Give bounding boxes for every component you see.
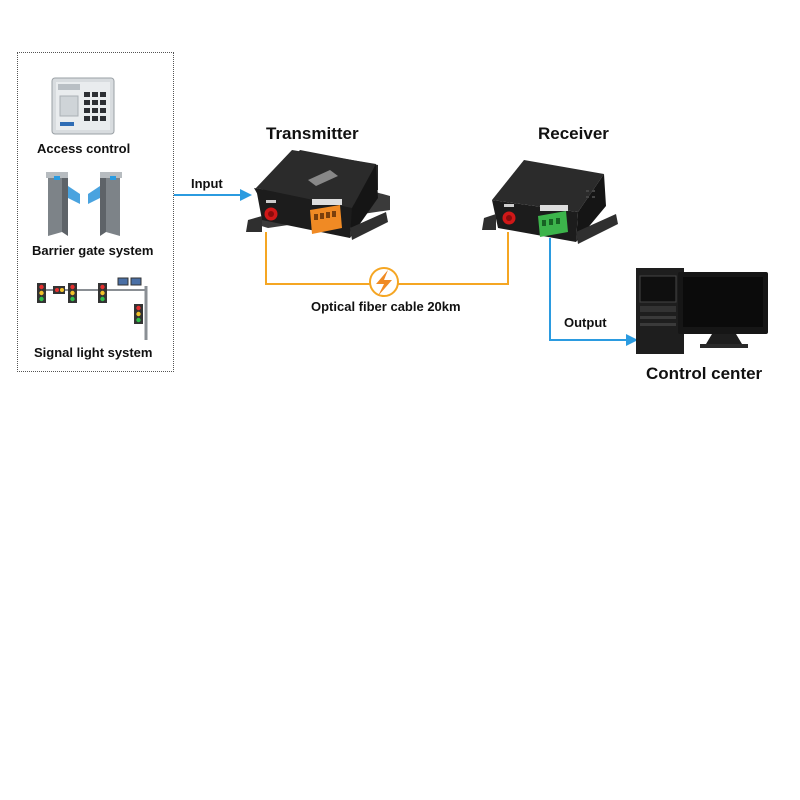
output-arrow <box>549 238 638 346</box>
access-control-label: Access control <box>37 141 131 156</box>
signal-light-label: Signal light system <box>34 345 153 360</box>
transmitter-title: Transmitter <box>266 124 359 143</box>
keypad-icon <box>51 77 115 135</box>
traffic-light-icon <box>37 277 148 340</box>
computer-icon <box>636 268 768 354</box>
barrier-gate-label: Barrier gate system <box>32 243 154 258</box>
receiver-device <box>482 160 618 244</box>
fiber-cable <box>265 232 509 297</box>
fiber-cable-label: Optical fiber cable 20km <box>311 299 461 314</box>
turnstile-icon <box>46 172 122 236</box>
control-center-title: Control center <box>646 364 763 383</box>
lightning-icon <box>376 270 392 296</box>
source-devices-box <box>17 52 174 372</box>
receiver-title: Receiver <box>538 124 609 143</box>
input-arrow <box>174 189 252 201</box>
output-label: Output <box>564 315 607 330</box>
input-label: Input <box>191 176 223 191</box>
transmitter-device <box>246 150 390 240</box>
